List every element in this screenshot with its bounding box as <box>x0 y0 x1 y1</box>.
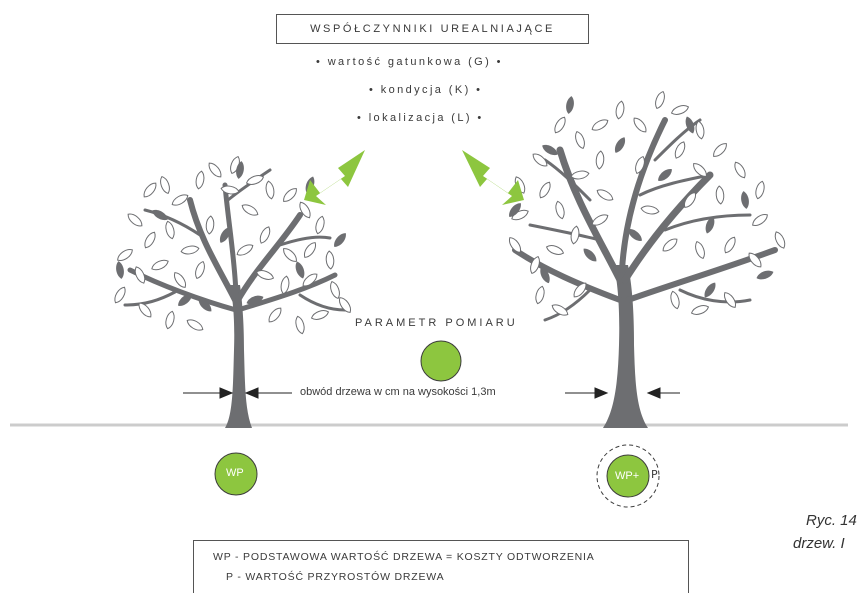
factor-species: • wartość gatunkowa (G) • <box>316 56 503 68</box>
title: WSPÓŁCZYNNIKI UREALNIAJĄCE <box>310 23 555 35</box>
left-badge-circle <box>214 452 258 496</box>
parameter-label: PARAMETR POMIARU <box>355 317 518 329</box>
factor-condition: • kondycja (K) • <box>369 84 483 96</box>
left-trunk-measure-arrows <box>183 387 292 399</box>
left-tree-trunk <box>225 285 252 428</box>
right-badge-circle <box>606 454 650 498</box>
green-arrow-right <box>462 150 524 205</box>
left-tree <box>111 154 354 428</box>
right-tree-badge-extra: P <box>651 468 658 481</box>
caption-line-1: Ryc. 14 <box>806 512 857 529</box>
right-tree-trunk <box>603 265 648 428</box>
legend-box: WP - PODSTAWOWA WARTOŚĆ DRZEWA = KOSZTY … <box>193 540 689 593</box>
caption-line-2: drzew. I <box>793 535 845 552</box>
left-tree-badge: WP <box>226 467 244 479</box>
right-tree-branches <box>512 117 778 322</box>
right-trunk-measure-arrows <box>565 387 680 399</box>
parameter-circle <box>420 340 462 382</box>
right-tree-badge: WP+ <box>615 470 640 482</box>
title-box: WSPÓŁCZYNNIKI UREALNIAJĄCE <box>276 14 589 44</box>
factor-location: • lokalizacja (L) • <box>357 112 484 124</box>
right-tree <box>506 89 788 428</box>
green-arrow-left <box>304 150 365 205</box>
measurement-label: obwód drzewa w cm na wysokości 1,3m <box>298 386 498 398</box>
right-badge-dashed-ring <box>596 444 660 508</box>
legend-line-1: WP - PODSTAWOWA WARTOŚĆ DRZEWA = KOSZTY … <box>213 551 595 563</box>
legend-line-2: P - WARTOŚĆ PRZYROSTÓW DRZEWA <box>226 571 445 583</box>
